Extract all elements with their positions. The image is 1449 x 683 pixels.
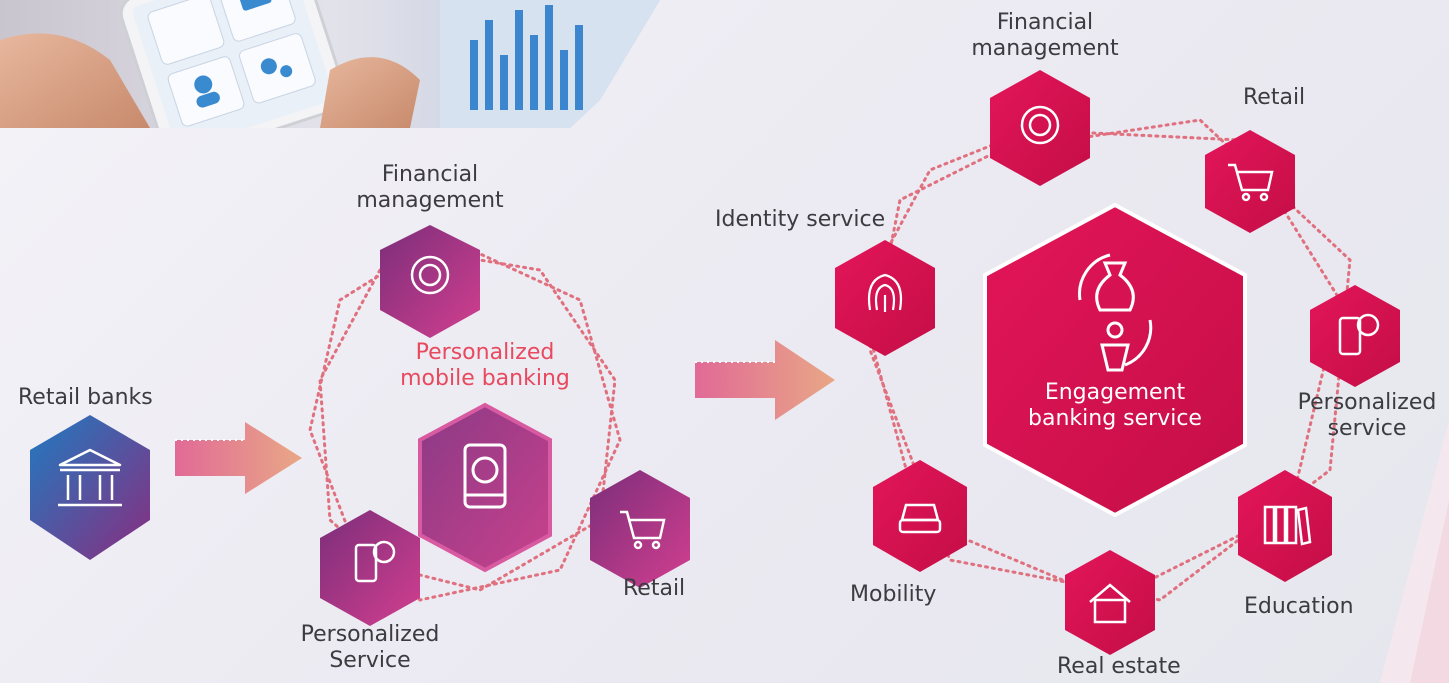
financial-management-node-stage3	[990, 70, 1090, 186]
retail-banks-label: Retail banks	[18, 385, 153, 410]
car-icon	[898, 503, 942, 534]
arrow-2	[695, 340, 835, 420]
decor-stripe	[1410, 500, 1449, 683]
stage2-ring	[308, 238, 622, 602]
stage2-personalized-service-label: Personalized Service	[300, 622, 440, 673]
mobility-node	[873, 460, 967, 572]
engagement-banking-center	[983, 202, 1247, 518]
shopping-cart-icon	[620, 510, 666, 550]
personalized-mobile-banking-center	[418, 402, 552, 573]
fingerprint-icon	[867, 273, 903, 312]
mobile-dollar-icon	[463, 443, 507, 509]
education-label: Education	[1244, 594, 1354, 619]
personalized-service-node-stage3	[1310, 285, 1400, 387]
personalized-service-node-stage2	[320, 510, 420, 626]
personalized-mobile-banking-title: Personalized mobile banking	[400, 340, 570, 391]
identity-service-node	[835, 240, 935, 356]
gear-dollar-icon	[1020, 105, 1060, 145]
education-node	[1238, 470, 1332, 582]
bank-icon	[58, 448, 122, 507]
gear-dollar-icon	[410, 255, 450, 295]
stage3-retail-label: Retail	[1243, 85, 1306, 110]
engagement-banking-title: Engagement banking service	[1028, 380, 1202, 431]
money-bag-person-icon	[1078, 253, 1153, 372]
stage2-financial-management-label: Financial management	[356, 162, 504, 213]
mobility-label: Mobility	[850, 582, 937, 607]
arrow-1	[175, 422, 302, 494]
retail-banks-node	[30, 415, 150, 560]
real-estate-node	[1065, 550, 1155, 655]
retail-node-stage2	[590, 470, 690, 588]
books-icon	[1263, 505, 1312, 546]
phone-user-icon	[1338, 313, 1380, 356]
stage3-financial-management-label: Financial management	[971, 10, 1119, 61]
shopping-cart-icon	[1228, 163, 1274, 202]
financial-management-node-stage2	[380, 225, 480, 338]
real-estate-label: Real estate	[1057, 654, 1181, 679]
phone-user-icon	[354, 540, 396, 583]
identity-service-label: Identity service	[715, 207, 886, 232]
house-icon	[1089, 583, 1131, 624]
stage2-retail-label: Retail	[623, 576, 686, 601]
retail-node-stage3	[1205, 130, 1295, 233]
stage3-personalized-service-label: Personalized service	[1297, 390, 1437, 441]
